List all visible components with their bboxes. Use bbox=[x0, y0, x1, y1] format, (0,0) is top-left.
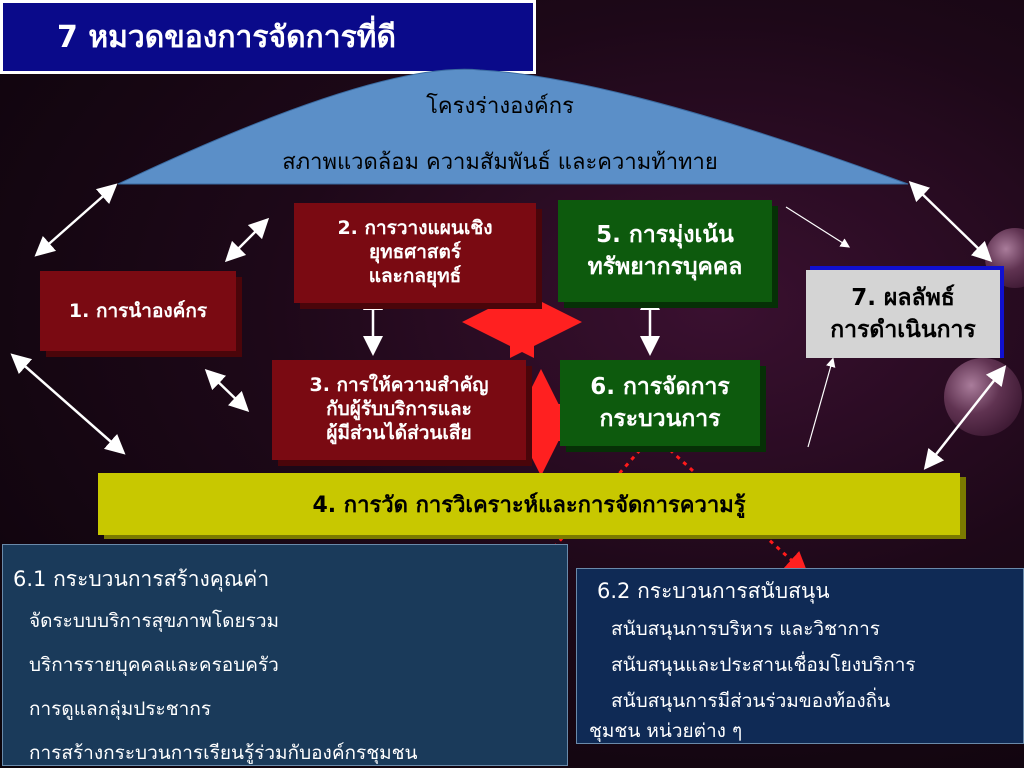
dome-line-2: สภาพแวดล้อม ความสัมพันธ์ และความท้าทาย bbox=[282, 150, 718, 175]
category-strategic-planning: 2. การวางแผนเชิง ยุทธศาสตร์ และกลยุทธ์ bbox=[294, 203, 536, 303]
list-item: จัดระบบบริการสุขภาพโดยรวม bbox=[29, 610, 280, 632]
category-7-line1: 7. ผลลัพธ์ bbox=[851, 284, 955, 311]
arrow-measure-results bbox=[923, 365, 1007, 470]
category-7-line2: การดำเนินการ bbox=[830, 317, 976, 343]
list-item: บริการรายบุคคลและครอบครัว bbox=[29, 654, 279, 676]
category-3-line1: 3. การให้ความสำคัญ bbox=[309, 374, 489, 397]
list-item: สนับสนุนการมีส่วนร่วมของท้องถิ่น bbox=[611, 690, 891, 712]
category-leadership: 1. การนำองค์กร bbox=[40, 271, 236, 351]
category-3-line2: กับผู้รับบริการและ bbox=[326, 398, 472, 421]
panel-value-creation-heading: 6.1 กระบวนการสร้างคุณค่า bbox=[13, 567, 270, 591]
arrow-leader-strategy bbox=[224, 217, 270, 263]
category-leadership-label: 1. การนำองค์กร bbox=[68, 300, 208, 322]
list-item: ชุมชน หน่วยต่าง ๆ bbox=[589, 720, 743, 742]
category-6-line1: 6. การจัดการ bbox=[590, 373, 730, 400]
category-results: 7. ผลลัพธ์ การดำเนินการ bbox=[806, 270, 1000, 358]
category-2-line2: ยุทธศาสตร์ bbox=[368, 241, 462, 264]
category-4-label: 4. การวัด การวิเคราะห์และการจัดการความรู… bbox=[312, 492, 746, 518]
list-item: การสร้างกระบวนการเรียนรู้ร่วมกับองค์กรชุ… bbox=[29, 742, 418, 764]
page-title: 7 หมวดของการจัดการที่ดี bbox=[0, 0, 536, 74]
dotted-line-right bbox=[668, 448, 809, 577]
arrow-leader-customer bbox=[204, 369, 250, 412]
arrow-dome-leader bbox=[34, 183, 118, 257]
list-item: การดูแลกลุ่มประชากร bbox=[29, 698, 212, 720]
category-5-line2: ทรัพยากรบุคคล bbox=[587, 254, 743, 280]
category-2-line1: 2. การวางแผนเชิง bbox=[337, 217, 493, 240]
category-6-line2: กระบวนการ bbox=[599, 406, 721, 432]
category-workforce-focus: 5. การมุ่งเน้น ทรัพยากรบุคคล bbox=[558, 200, 772, 302]
category-measurement-knowledge: 4. การวัด การวิเคราะห์และการจัดการความรู… bbox=[98, 473, 960, 535]
arrow-process-results bbox=[807, 357, 836, 448]
list-item: สนับสนุนการบริหาร และวิชาการ bbox=[611, 618, 881, 640]
page-title-text: 7 หมวดของการจัดการที่ดี bbox=[57, 19, 396, 55]
arrow-dome-results bbox=[908, 181, 993, 262]
list-item: สนับสนุนและประสานเชื่อมโยงบริการ bbox=[611, 654, 916, 676]
category-customer-focus: 3. การให้ความสำคัญ กับผู้รับบริการและ ผู… bbox=[272, 360, 526, 460]
panel-support-process-heading: 6.2 กระบวนการสนับสนุน bbox=[597, 579, 830, 603]
arrow-hr-results bbox=[785, 206, 851, 248]
dome-line-1: โครงร่างองค์กร bbox=[426, 94, 574, 119]
category-process-management: 6. การจัดการ กระบวนการ bbox=[560, 360, 760, 446]
category-3-line3: ผู้มีส่วนได้ส่วนเสีย bbox=[326, 421, 472, 444]
category-5-line1: 5. การมุ่งเน้น bbox=[596, 221, 734, 248]
category-2-line3: และกลยุทธ์ bbox=[368, 264, 462, 287]
arrow-leader-measure bbox=[10, 353, 126, 455]
panel-value-creation: 6.1 กระบวนการสร้างคุณค่า จัดระบบบริการสุ… bbox=[2, 544, 568, 766]
panel-support-process: 6.2 กระบวนการสนับสนุน สนับสนุนการบริหาร … bbox=[576, 568, 1024, 744]
